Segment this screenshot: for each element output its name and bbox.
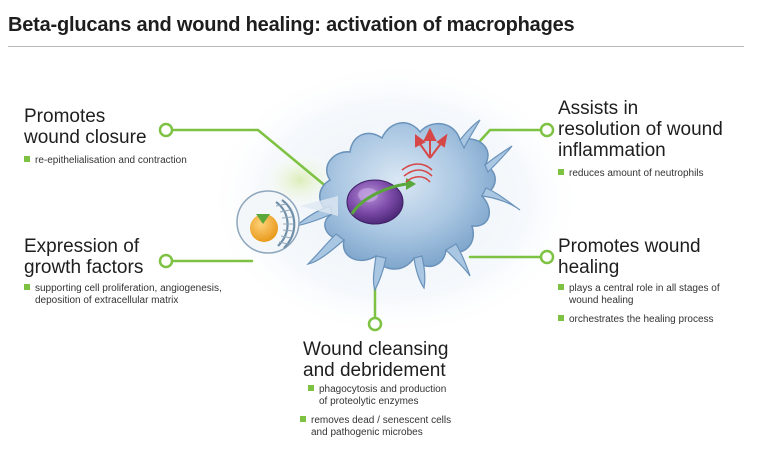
callout-cleansing-bullet-1: phagocytosis and production of proteolyt… [308, 384, 446, 408]
callout-growth-factors-heading: Expression of growth factors [24, 236, 144, 278]
bullet-square [24, 284, 30, 290]
page-title: Beta-glucans and wound healing: activati… [8, 14, 575, 36]
pseudopod [484, 145, 513, 174]
pseudopod [413, 255, 426, 290]
bullet-square [300, 416, 306, 422]
golgi-structure [401, 163, 433, 171]
bullet-square [24, 156, 30, 162]
pseudopod [372, 255, 387, 292]
callout-healing-heading: Promotes wound healing [558, 236, 701, 278]
callout-cleansing-bullet-2: removes dead / senescent cells and patho… [300, 415, 451, 439]
pseudopod [445, 243, 471, 277]
bullet-square [558, 284, 564, 290]
callout-healing-bullet-1: plays a central role in all stages of wo… [558, 283, 720, 307]
green-arrow [350, 182, 407, 215]
callout-healing-bullet-2: orchestrates the healing process [558, 314, 714, 326]
title-divider [8, 46, 744, 47]
node-cleansing [367, 316, 383, 332]
pseudopod [481, 187, 521, 211]
callout-inflammation-bullet: reduces amount of neutrophils [558, 168, 704, 180]
callout-growth-factors-bullet: supporting cell proliferation, angiogene… [24, 283, 222, 307]
callout-inflammation-heading: Assists in resolution of wound inflammat… [558, 98, 723, 161]
macrophage-cell-body [319, 122, 496, 270]
connector-wound-closure [170, 128, 330, 190]
node-wound-closure [158, 122, 174, 138]
node-inflammation [539, 122, 555, 138]
receptor-orange [250, 214, 278, 242]
pseudopod [306, 233, 345, 265]
beta-glucan-triangle [256, 214, 270, 224]
zoom-cone [300, 196, 338, 216]
bullet-square [558, 169, 564, 175]
callout-cleansing-heading: Wound cleansing and debridement [303, 339, 449, 381]
callout-wound-closure-bullet: re-epithelialisation and contraction [24, 155, 187, 167]
nucleus-highlight [358, 188, 378, 202]
node-growth-factors [158, 253, 174, 269]
node-healing [539, 249, 555, 265]
pseudopod [459, 119, 481, 150]
bullet-square [558, 315, 564, 321]
callout-wound-closure-heading: Promotes wound closure [24, 106, 147, 148]
bullet-square [308, 385, 314, 391]
